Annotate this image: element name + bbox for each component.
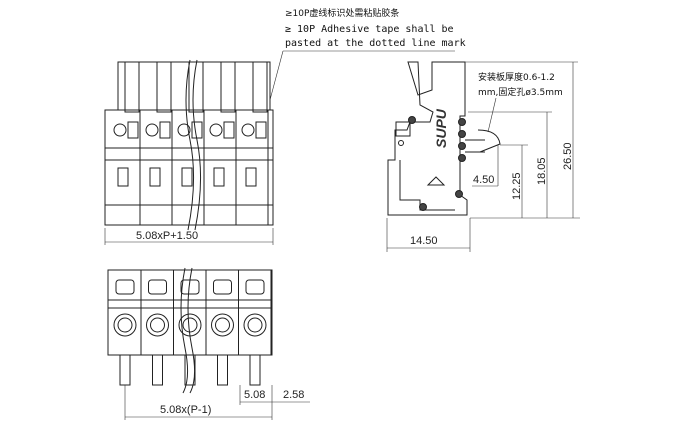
screw-hole bbox=[209, 123, 223, 137]
front-width-dim: 5.08xP+1.50 bbox=[136, 230, 198, 242]
screw-hole bbox=[241, 123, 255, 137]
terminal-lever bbox=[188, 61, 204, 113]
pin bbox=[249, 354, 261, 386]
release-slot bbox=[213, 279, 232, 295]
panel-note-1: 安装板厚度0.6-1.2 bbox=[478, 71, 555, 83]
screw-hole bbox=[177, 123, 191, 137]
window bbox=[117, 167, 129, 187]
release-slot bbox=[245, 279, 265, 295]
wire-entry-inner bbox=[247, 317, 263, 333]
span-dim: 5.08x(P-1) bbox=[160, 404, 211, 416]
window bbox=[181, 167, 193, 187]
screw-hole bbox=[113, 123, 127, 137]
release-slot bbox=[115, 279, 135, 295]
note-en-1: ≥ 10P Adhesive tape shall be bbox=[285, 24, 454, 35]
pin bbox=[217, 354, 228, 386]
wire-slot bbox=[127, 121, 139, 139]
bottom-view: 5.08 2.58 5.08x(P-1) bbox=[107, 267, 310, 420]
panel-note-2: mm,固定孔ø3.5mm bbox=[478, 86, 563, 98]
pin bbox=[152, 354, 163, 386]
window bbox=[245, 167, 257, 187]
wire-entry bbox=[146, 313, 169, 337]
height-dim-1: 12.25 bbox=[511, 172, 523, 200]
brand-logo: SUPU bbox=[433, 108, 449, 148]
depth-dim: 14.50 bbox=[410, 235, 438, 247]
note-en-2: pasted at the dotted line mark bbox=[285, 38, 466, 49]
terminal-lever bbox=[252, 61, 268, 113]
latch-dim: 4.50 bbox=[473, 174, 494, 186]
pin bbox=[119, 354, 131, 386]
wire-entry-inner bbox=[117, 317, 133, 333]
wire-entry-inner bbox=[150, 317, 165, 333]
front-view: 5.08xP+1.50 bbox=[104, 59, 274, 245]
wire-entry-inner bbox=[215, 317, 230, 333]
release-slot bbox=[148, 279, 167, 295]
wire-slot bbox=[223, 121, 235, 139]
wire-entry bbox=[113, 313, 137, 337]
height-dim-3: 26.50 bbox=[562, 142, 574, 170]
wire-entry-inner bbox=[182, 317, 198, 333]
wire-slot bbox=[255, 121, 267, 139]
screw-hole bbox=[145, 123, 159, 137]
wire-entry bbox=[243, 313, 267, 337]
side-view: SUPU 安装板厚度0.6-1.2 mm,固定孔ø3.5mm 14.50 4.5… bbox=[386, 61, 580, 252]
window bbox=[213, 167, 225, 187]
wire-entry bbox=[211, 313, 234, 337]
wire-slot bbox=[159, 121, 171, 139]
window bbox=[149, 167, 161, 187]
terminal-lever bbox=[124, 61, 140, 113]
terminal-lever bbox=[156, 61, 172, 113]
pitch-dim: 5.08 bbox=[244, 389, 265, 401]
offset-dim: 2.58 bbox=[283, 389, 304, 401]
terminal-lever bbox=[220, 61, 236, 113]
height-dim-2: 18.05 bbox=[536, 157, 548, 185]
note-cn: ≥10P虚线标识处需粘贴胶条 bbox=[285, 7, 399, 19]
